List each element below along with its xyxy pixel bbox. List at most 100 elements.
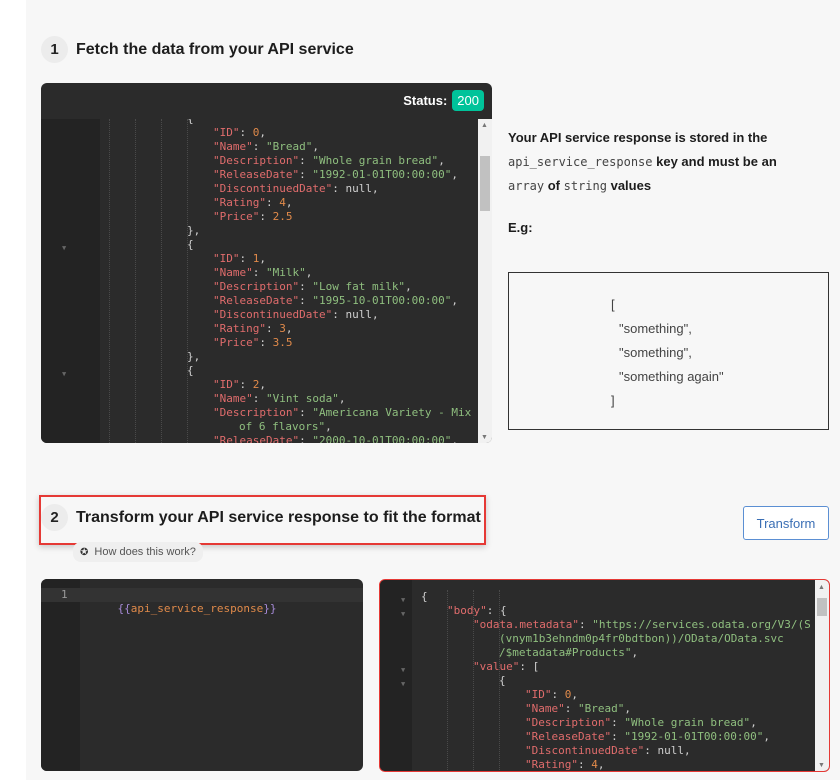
code-token: "Price" <box>213 210 260 223</box>
instruction-text: of <box>544 178 564 193</box>
code-token: , <box>763 730 771 743</box>
scrollbar[interactable]: ▲ ▼ <box>478 119 492 443</box>
code-line: "body": { <box>447 604 507 618</box>
code-token: "ID" <box>213 252 240 265</box>
code-line: "Name": "Milk", <box>213 266 312 280</box>
example-line: "something", <box>619 345 692 360</box>
code-token: "Bread" <box>266 140 313 153</box>
fold-toggle-icon[interactable]: ▼ <box>401 610 406 618</box>
code-token: "ID" <box>213 126 240 139</box>
template-editor[interactable]: 1 {{api_service_response}} <box>41 579 363 771</box>
code-token: : <box>259 336 273 349</box>
code-token: : <box>265 196 280 209</box>
code-token: }, <box>187 350 201 363</box>
scroll-down-icon[interactable]: ▼ <box>481 434 488 441</box>
code-token: : <box>299 168 313 181</box>
code-line: "Rating": 4, <box>525 758 604 770</box>
code-line: "ID": 0, <box>525 688 578 702</box>
code-token: "body" <box>447 604 487 617</box>
code-token: : <box>239 378 253 391</box>
code-line: "ID": 1, <box>213 252 266 266</box>
step-title: Fetch the data from your API service <box>76 40 354 58</box>
indent-guide <box>447 590 448 770</box>
code-line: "Rating": 3, <box>213 322 292 336</box>
fold-toggle-icon[interactable]: ▼ <box>401 680 406 688</box>
indent-guide <box>161 119 162 443</box>
fold-toggle-icon[interactable]: ▼ <box>62 370 67 378</box>
code-token: "value" <box>473 660 520 673</box>
scroll-thumb[interactable] <box>480 156 490 211</box>
code-line: }, <box>187 350 200 364</box>
code-token: : <box>299 154 313 167</box>
code-line: "Description": "Low fat milk", <box>213 280 412 294</box>
code-token: : { <box>486 604 507 617</box>
code-token: "Rating" <box>525 758 578 770</box>
scroll-thumb[interactable] <box>817 598 827 616</box>
code-token: "Low fat milk" <box>312 280 406 293</box>
code-line: "Name": "Bread", <box>213 140 319 154</box>
fold-toggle-icon[interactable]: ▼ <box>62 244 67 252</box>
code-line: "Price": 3.5 <box>213 336 292 350</box>
code-line: "ReleaseDate": "1995-10-01T00:00:00", <box>213 294 458 308</box>
code-token: : <box>577 758 592 770</box>
code-token: "Milk" <box>266 266 306 279</box>
indent-guide <box>135 119 136 443</box>
code-line: "DiscontinuedDate": null, <box>213 308 379 322</box>
code-token: , <box>285 196 293 209</box>
gutter <box>380 580 412 771</box>
step-number: 2 <box>41 504 68 531</box>
status-badge: 200 <box>452 90 484 111</box>
code-token: "ReleaseDate" <box>213 168 300 181</box>
scrollbar[interactable]: ▲ ▼ <box>815 580 829 771</box>
scroll-up-icon[interactable]: ▲ <box>818 584 825 591</box>
scroll-up-icon[interactable]: ▲ <box>481 122 488 129</box>
fold-toggle-icon[interactable]: ▼ <box>401 666 406 674</box>
code-token: "DiscontinuedDate" <box>213 182 333 195</box>
code-line: "ID": 0, <box>213 126 266 140</box>
code-token: "ID" <box>525 688 552 701</box>
code-token: : <box>564 702 578 715</box>
code-token: "Name" <box>525 702 565 715</box>
code-token: 1 <box>252 252 260 265</box>
code-token: "ReleaseDate" <box>213 434 300 443</box>
code-token: { <box>499 674 506 687</box>
example-line: ] <box>611 393 615 408</box>
help-text: How does this work? <box>94 546 196 558</box>
code-token: "Rating" <box>213 322 266 335</box>
active-line <box>41 588 363 602</box>
template-variable: api_service_response <box>130 602 264 615</box>
scroll-down-icon[interactable]: ▼ <box>818 762 825 769</box>
code-token: "Whole grain bread" <box>624 716 751 729</box>
help-link[interactable]: ✪ How does this work? <box>73 542 203 562</box>
output-code-editor[interactable]: { ▼ "body": { ▼ "odata.metadata": "https://s… <box>380 590 815 770</box>
code-line: "Description": "Whole grain bread", <box>213 154 445 168</box>
code-line: "ReleaseDate": "1992-01-01T00:00:00", <box>213 168 458 182</box>
code-line: "odata.metadata": "https://services.odat… <box>473 618 811 632</box>
code-token: : <box>265 322 280 335</box>
string-code: string <box>563 179 607 193</box>
code-line: "value": [ <box>473 660 539 674</box>
transform-button[interactable]: Transform <box>743 506 829 540</box>
example-line: "something", <box>619 321 692 336</box>
code-token: 3 <box>279 322 286 335</box>
fold-toggle-icon[interactable]: ▼ <box>401 596 406 604</box>
code-token: 4 <box>591 758 598 770</box>
code-token: "Description" <box>213 406 300 419</box>
code-token: "Rating" <box>213 196 266 209</box>
code-token: 2.5 <box>272 210 293 223</box>
example-line: "something again" <box>619 369 724 384</box>
code-token: "Bread" <box>578 702 625 715</box>
instruction-text: key and must be an <box>652 154 777 169</box>
response-code-editor[interactable]: {"ID": 0,"Name": "Bread","Description": … <box>41 119 478 443</box>
format-instructions: Your API service response is stored in t… <box>508 126 808 240</box>
code-token: (vnym1b3ehndm0p4fr0bdtbon))/OData/OData.… <box>499 632 784 645</box>
code-line: "DiscontinuedDate": null, <box>525 744 691 758</box>
step-number: 1 <box>41 36 68 63</box>
code-token: "DiscontinuedDate" <box>525 744 645 757</box>
code-token: : <box>299 434 313 443</box>
indent-guide <box>499 590 500 770</box>
indent-guide <box>187 119 188 443</box>
code-token: "Vint soda" <box>266 392 339 405</box>
code-token: : <box>611 716 625 729</box>
example-line: [ <box>611 297 615 312</box>
